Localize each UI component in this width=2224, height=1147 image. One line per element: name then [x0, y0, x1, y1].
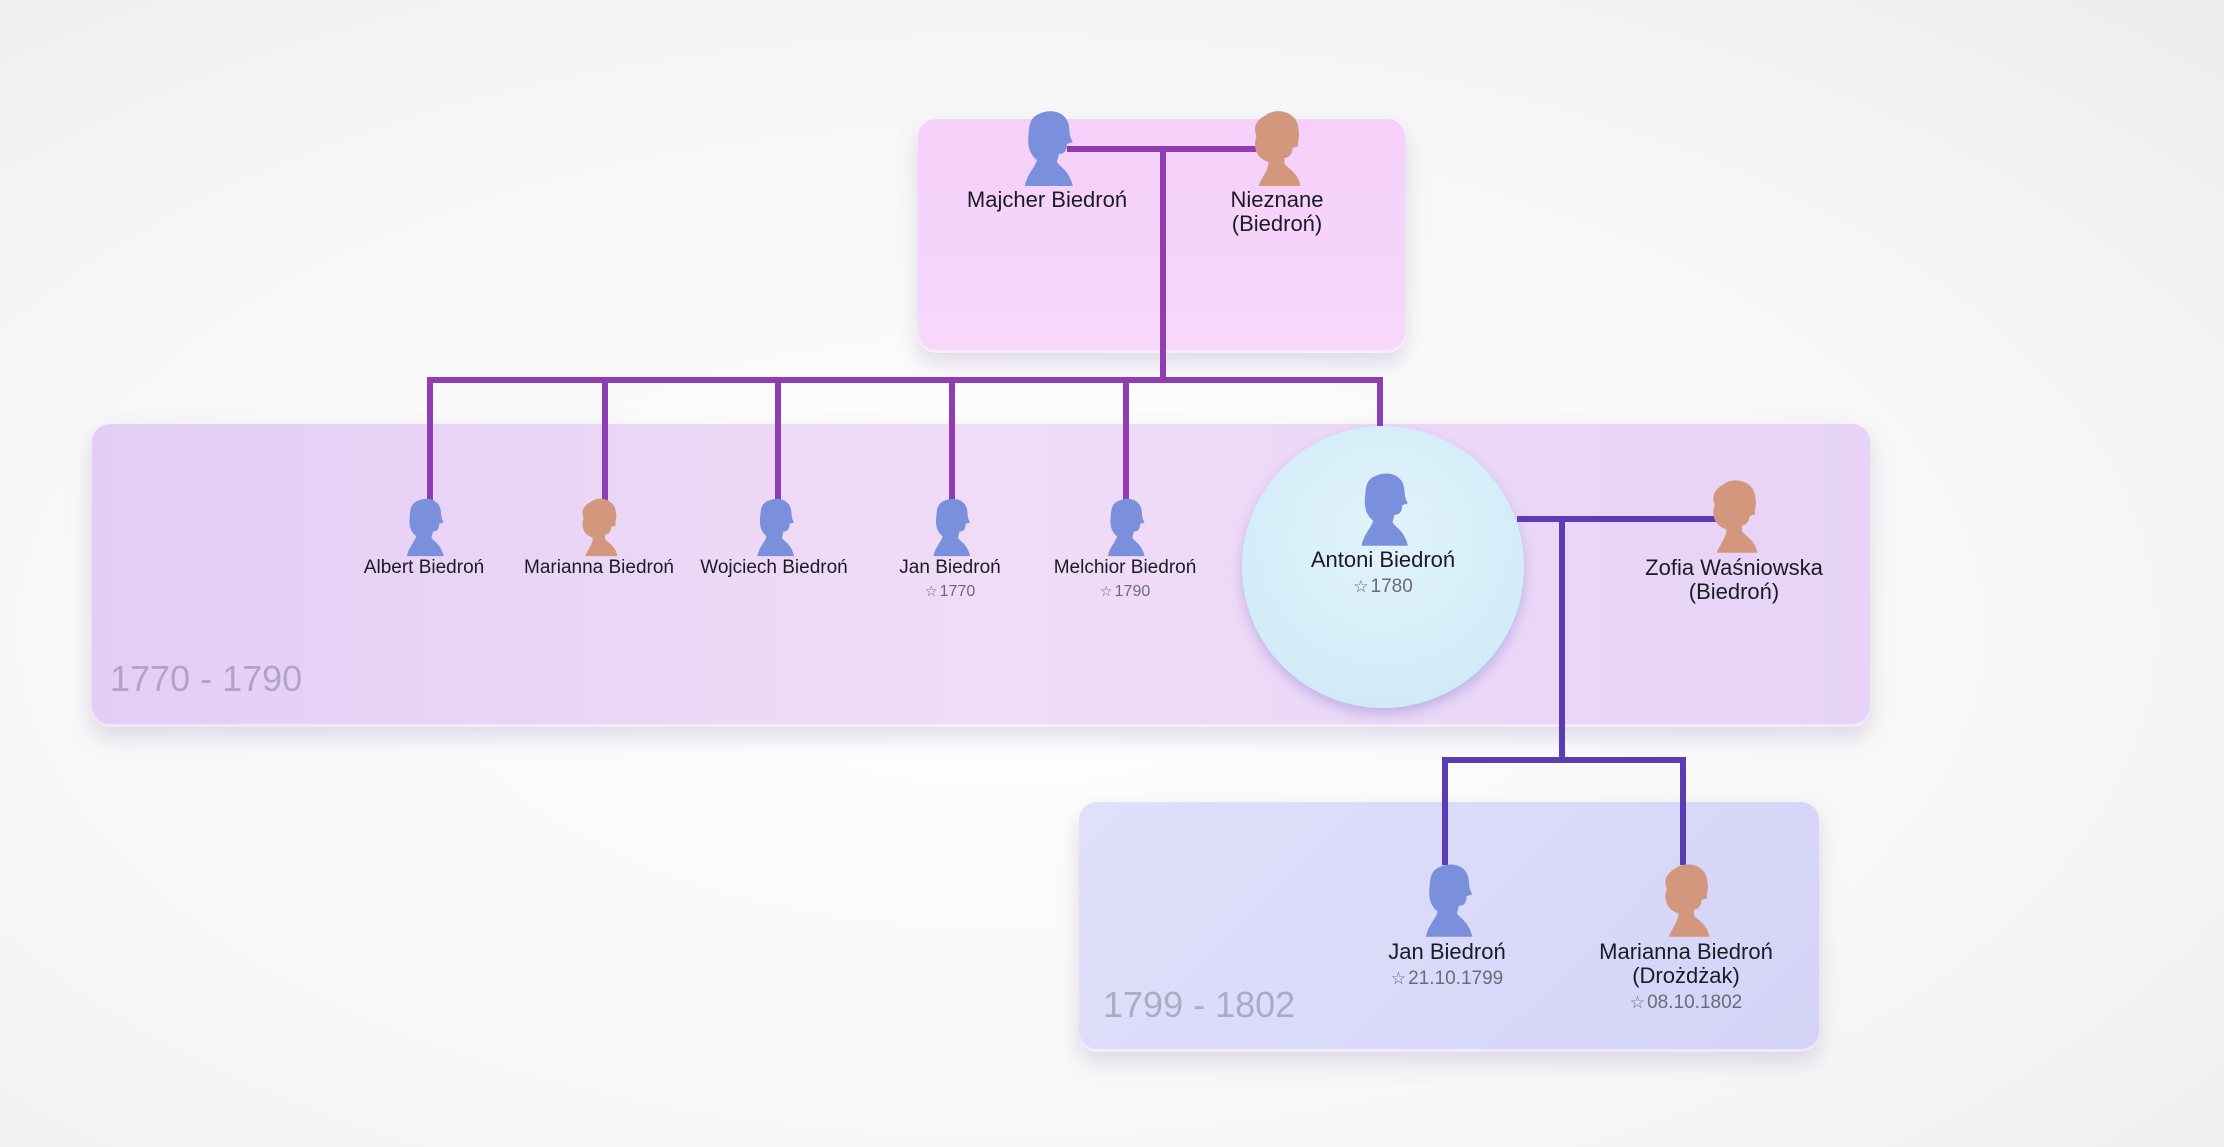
person-jan-biedron[interactable]: Jan Biedroń ☆1770 [899, 496, 1001, 601]
person-name-line1: Marianna Biedroń [1599, 939, 1773, 964]
male-silhouette-icon [1025, 111, 1073, 186]
male-silhouette-icon [1425, 864, 1473, 937]
male-silhouette-icon [757, 498, 794, 557]
birth-date: 21.10.1799 [1408, 968, 1504, 990]
male-silhouette-icon [1361, 473, 1409, 546]
female-silhouette-icon [582, 498, 618, 557]
person-name-line2: (Biedroń) [1231, 211, 1323, 237]
person-jan-biedron-child[interactable]: Jan Biedroń ☆21.10.1799 [1388, 860, 1506, 990]
star-outline-icon: ☆ [924, 583, 938, 600]
person-melchior-biedron[interactable]: Melchior Biedroń ☆1790 [1053, 496, 1197, 601]
generation-range-label: 1799 - 1802 [1103, 984, 1296, 1025]
star-outline-icon: ☆ [1629, 993, 1646, 1013]
person-name: Melchior Biedroń [1053, 557, 1197, 578]
person-name: Marianna Biedroń [524, 557, 674, 578]
person-albert-biedron[interactable]: Albert Biedroń [364, 496, 484, 579]
person-zofia-wasniowska[interactable]: Zofia Waśniowska (Biedroń) [1645, 476, 1823, 604]
generation-panel-1770-1790: 1770 - 1790 [92, 424, 1870, 727]
birth-year: 1790 [1114, 582, 1151, 600]
female-silhouette-icon [1713, 480, 1758, 553]
person-marianna-biedron[interactable]: Marianna Biedroń [524, 496, 674, 579]
male-silhouette-icon [933, 498, 970, 557]
person-name: Jan Biedroń [899, 557, 1001, 578]
person-wojciech-biedron[interactable]: Wojciech Biedroń [700, 496, 848, 579]
person-name-line2: (Drożdżak) [1632, 963, 1740, 989]
star-outline-icon: ☆ [1390, 969, 1407, 989]
male-silhouette-icon [407, 498, 444, 557]
person-name: Antoni Biedroń [1310, 547, 1456, 572]
person-majcher-biedron[interactable]: Majcher Biedroń [967, 108, 1127, 212]
birth-year: 1780 [1370, 576, 1413, 598]
focus-person-highlight[interactable] [1242, 426, 1524, 708]
person-name-line2: (Biedroń) [1688, 579, 1780, 605]
person-name-line1: Zofia Waśniowska [1645, 555, 1823, 580]
male-silhouette-icon [1108, 498, 1145, 557]
female-silhouette-icon [1255, 111, 1301, 186]
person-antoni-biedron[interactable]: Antoni Biedroń ☆1780 [1311, 470, 1455, 598]
star-outline-icon: ☆ [1099, 583, 1113, 600]
birth-year: 1770 [939, 582, 976, 600]
birth-date: 08.10.1802 [1647, 992, 1743, 1014]
person-name: Albert Biedroń [363, 557, 485, 578]
person-name-line1: Nieznane [1230, 187, 1324, 212]
star-outline-icon: ☆ [1353, 577, 1369, 597]
person-name: Wojciech Biedroń [700, 557, 848, 578]
person-name: Majcher Biedroń [966, 187, 1128, 212]
generation-range-label: 1770 - 1790 [110, 658, 303, 699]
person-name: Jan Biedroń [1388, 939, 1506, 964]
female-silhouette-icon [1665, 864, 1710, 937]
person-nieznane-biedron[interactable]: Nieznane (Biedroń) [1230, 108, 1324, 237]
person-marianna-biedron-child[interactable]: Marianna Biedroń (Drożdżak) ☆08.10.1802 [1599, 860, 1773, 1014]
